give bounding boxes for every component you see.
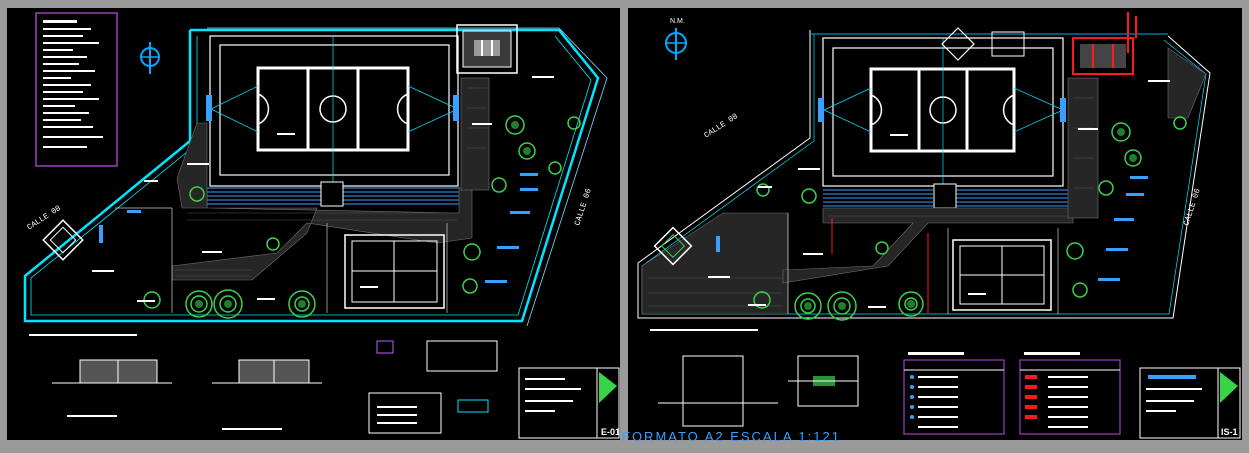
north-arrow-icon	[140, 42, 160, 74]
bleachers	[823, 183, 1068, 209]
street-label-right: CALLE 06	[573, 187, 593, 226]
sports-field	[206, 35, 459, 187]
sports-field	[818, 27, 1066, 187]
interior-divisions	[787, 213, 1059, 314]
site-furniture	[99, 173, 538, 283]
secondary-court	[952, 239, 1052, 311]
paved-walkway	[641, 47, 1207, 315]
sheet-left: CALLE 08 CALLE 06 E-01	[7, 8, 620, 440]
interior-divisions	[115, 207, 448, 313]
format-scale-note: FORMATO A2 ESCALA 1:121	[622, 429, 841, 444]
title-block: IS-1	[1139, 367, 1241, 439]
north-arrow-icon: N.M.	[665, 18, 687, 60]
detail-drawings	[650, 329, 859, 427]
gazebo	[42, 219, 84, 261]
walkway-hatch	[175, 87, 487, 277]
street-label-left: CALLE 08	[26, 204, 63, 233]
legend-table-2	[1019, 352, 1121, 435]
room-labels	[708, 80, 1170, 308]
sheet-right: N.M.	[628, 8, 1242, 440]
tree-foliage	[195, 121, 531, 308]
sheet-code-right: IS-1	[1221, 427, 1238, 437]
bleachers	[207, 181, 462, 207]
legend-table-1	[903, 352, 1005, 435]
secondary-court	[344, 234, 445, 309]
tree-foliage	[804, 128, 1137, 310]
site-boundary	[23, 27, 608, 327]
trees	[143, 115, 581, 319]
street-label-left: CALLE 08	[703, 112, 740, 141]
north-label: N.M.	[670, 18, 685, 25]
stage-structure	[456, 24, 518, 74]
utility-lines	[831, 218, 929, 313]
site-plan-right: N.M.	[637, 12, 1241, 439]
utility-installation	[1072, 12, 1137, 75]
detail-drawings	[29, 334, 498, 434]
site-furniture	[716, 176, 1148, 281]
gazebo	[653, 226, 693, 266]
site-plan-left: CALLE 08 CALLE 06 E-01	[23, 12, 620, 439]
room-labels	[92, 76, 554, 302]
sheet-code-left: E-01	[601, 427, 620, 437]
title-block: E-01	[518, 367, 620, 439]
notes-box	[35, 12, 118, 167]
trees	[753, 116, 1187, 321]
